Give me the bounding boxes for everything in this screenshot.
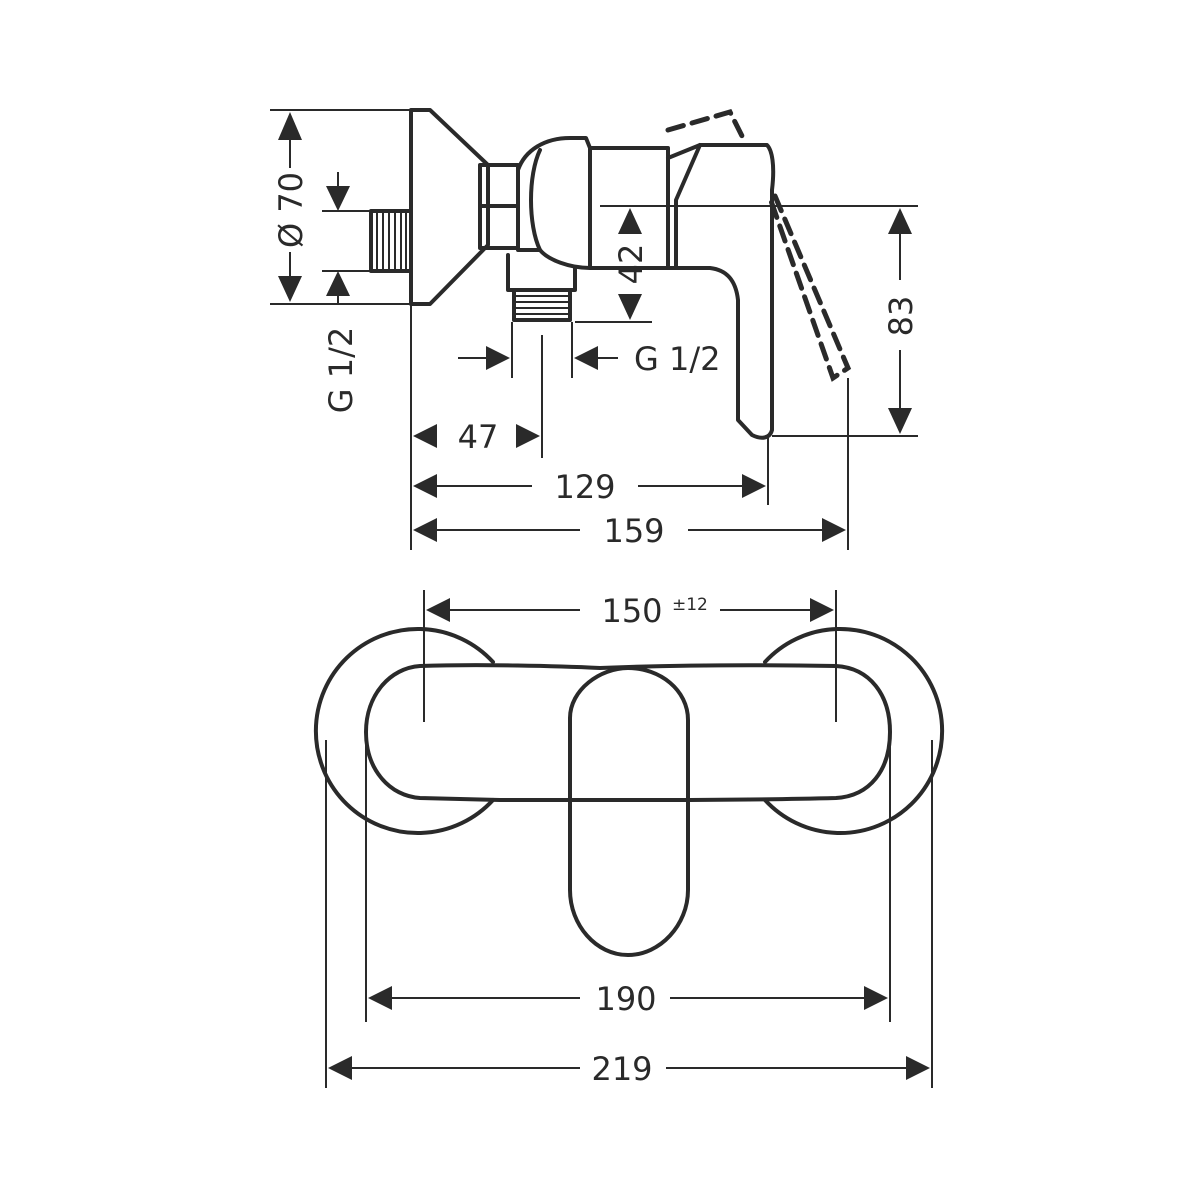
lever-position-down <box>767 193 852 382</box>
rosette-left <box>313 627 495 835</box>
dim-diameter-70: Ø 70 <box>272 112 310 302</box>
dim-83: 83 <box>882 208 920 434</box>
dim-label-47: 47 <box>458 418 499 456</box>
dim-label-83: 83 <box>882 296 920 337</box>
dim-thread-wall: G 1/2 <box>322 172 360 413</box>
top-extension-lines <box>325 590 933 1088</box>
side-view: Ø 70 G 1/2 42 83 <box>270 108 920 550</box>
rosette-right <box>763 627 945 835</box>
dim-129: 129 <box>413 468 766 506</box>
top-view: 150 ±12 190 219 <box>313 590 945 1088</box>
dim-42: 42 <box>612 208 650 320</box>
dim-label-159: 159 <box>603 512 664 550</box>
hex-nut <box>478 163 520 250</box>
dim-label-thread-outlet: G 1/2 <box>634 340 720 378</box>
dim-47: 47 <box>413 418 540 456</box>
wall-thread-connector <box>369 209 413 273</box>
dim-label-150-tolerance: ±12 <box>672 595 708 615</box>
valve-body <box>516 136 670 270</box>
lever-top <box>568 666 690 957</box>
dim-label-42: 42 <box>612 244 650 285</box>
dim-label-150: 150 <box>601 592 662 630</box>
dim-label-219: 219 <box>591 1050 652 1088</box>
dim-190: 190 <box>368 980 888 1018</box>
outlet-connector <box>506 253 577 322</box>
lever-position-up <box>665 109 748 145</box>
wall-flange <box>409 108 490 306</box>
body-plate <box>364 663 892 803</box>
dim-219: 219 <box>328 1050 930 1088</box>
dim-150: 150 ±12 <box>426 592 834 630</box>
dim-thread-outlet: G 1/2 <box>458 340 720 378</box>
dim-label-thread-wall: G 1/2 <box>322 327 360 413</box>
extension-lines <box>270 109 918 550</box>
dim-159: 159 <box>413 512 846 550</box>
dim-label-190: 190 <box>595 980 656 1018</box>
dim-label-129: 129 <box>554 468 615 506</box>
dim-label-dia-70: Ø 70 <box>272 172 310 248</box>
lever <box>666 143 776 440</box>
